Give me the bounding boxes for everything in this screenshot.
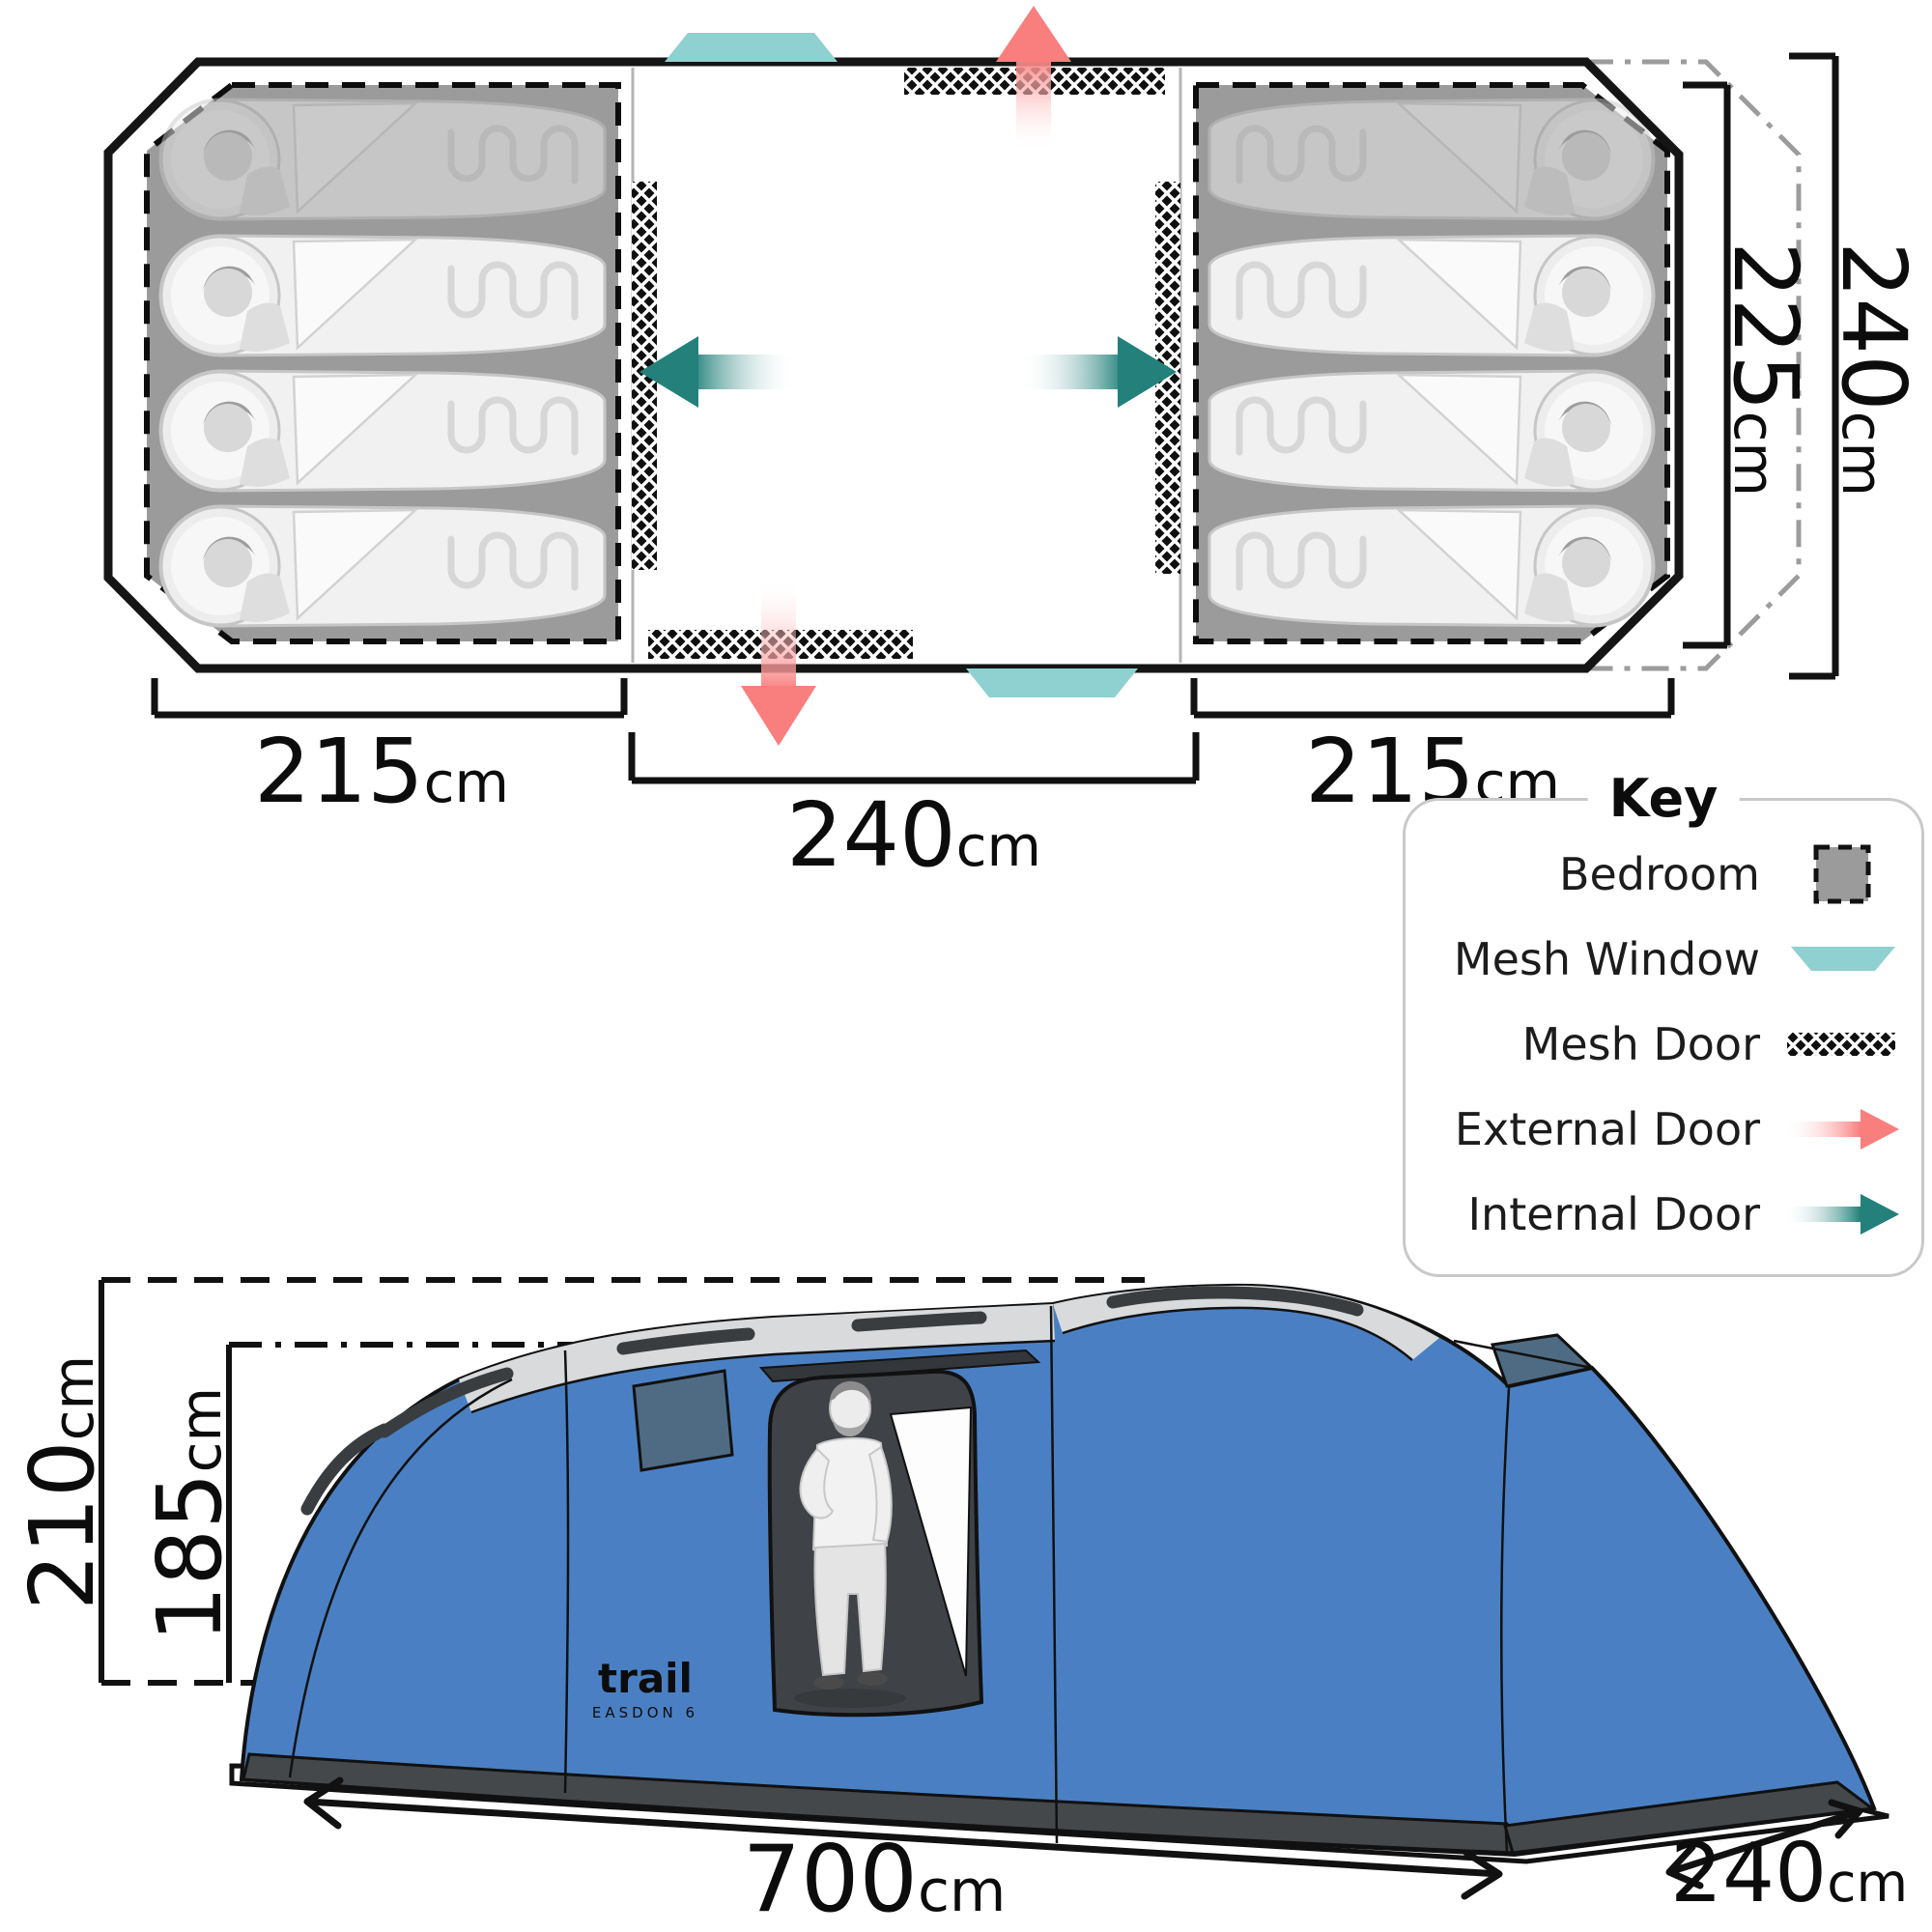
brand-name: trail — [598, 1655, 693, 1702]
door-awning — [758, 1349, 1041, 1383]
dim-label-inner-height: 185cm — [138, 1387, 242, 1642]
dim-label-inner-depth: 225cm — [1714, 242, 1817, 497]
key-item-label: Mesh Window — [1453, 933, 1760, 985]
key-item-mesh-door: Mesh Door — [1415, 1013, 1908, 1075]
floor-plan: 215cm 240cm 215cm 225cm 240cm — [103, 6, 1925, 887]
right-bedroom — [1193, 82, 1670, 644]
depth-dim — [1665, 1799, 1863, 1889]
dim-bracket-left-width — [151, 678, 628, 719]
external-door-arrow-top — [996, 6, 1071, 153]
side-view: 210cm 185cm — [11, 1277, 1908, 1932]
dim-label-center-width: 240cm — [786, 783, 1041, 887]
length-dim — [303, 1776, 1503, 1900]
external-door-arrow-bottom — [741, 578, 816, 746]
bedroom-swatch — [1777, 842, 1908, 906]
key-item-internal-door: Internal Door — [1415, 1183, 1908, 1245]
dim-label-outer-depth: 240cm — [1822, 242, 1925, 497]
key-item-label: Mesh Door — [1521, 1018, 1760, 1070]
left-bedroom — [144, 82, 621, 644]
base-skirt — [242, 1752, 1515, 1855]
key-item-bedroom: Bedroom — [1415, 843, 1908, 905]
sleeping-bag — [1209, 236, 1654, 355]
key-title: Key — [1587, 768, 1740, 829]
mesh-window-top — [665, 33, 838, 62]
tent-window — [632, 1369, 734, 1472]
mesh-window-bottom — [966, 668, 1138, 697]
external-door-arrow-icon — [1777, 1101, 1908, 1157]
sleeping-bag — [1209, 99, 1654, 219]
flysheet-extension-outline — [1586, 59, 1802, 671]
sleeping-bag — [160, 506, 605, 626]
left-bedroom-border — [144, 82, 621, 644]
sleeping-bag — [160, 99, 605, 219]
sleeping-bag — [1209, 506, 1654, 626]
key-item-external-door: External Door — [1415, 1098, 1908, 1160]
dim-bracket-outer-depth — [1789, 52, 1839, 680]
key-panel: Key Bedroom Mesh Window Mesh Door — [1403, 768, 1924, 1277]
sleeping-bag — [160, 371, 605, 491]
dim-bracket-center-width — [628, 732, 1200, 784]
mesh-door-swatch — [1777, 1030, 1908, 1059]
internal-door-arrow-icon — [1777, 1186, 1908, 1242]
key-item-label: External Door — [1454, 1103, 1760, 1155]
roof-panel — [459, 1304, 1055, 1412]
tent-outline — [103, 57, 1684, 673]
dim-label-length: 700cm — [743, 1827, 1007, 1932]
mesh-window-swatch — [1777, 945, 1908, 974]
inner-height-dim — [226, 1342, 1087, 1683]
man-figure — [794, 1380, 906, 1708]
key-item-mesh-window: Mesh Window — [1415, 928, 1908, 990]
dim-label-left-width: 215cm — [254, 720, 509, 823]
internal-door-arrow-left — [639, 336, 796, 408]
dim-bracket-inner-depth — [1683, 81, 1731, 649]
pole-sleeves — [300, 1286, 1364, 1516]
brand-logo: trail EASDON 6 — [592, 1655, 698, 1721]
sleeping-bag — [160, 236, 605, 355]
model-name: EASDON 6 — [592, 1704, 698, 1721]
dim-label-depth: 240cm — [1670, 1826, 1908, 1921]
dim-bracket-right-width — [1190, 678, 1675, 719]
internal-door-arrow-right — [1020, 336, 1177, 408]
dim-label-outer-height: 210cm — [11, 1355, 114, 1610]
key-item-label: Internal Door — [1467, 1188, 1760, 1240]
rolled-door-panel — [889, 1406, 973, 1677]
right-bedroom-border — [1193, 82, 1670, 644]
sleeping-bag — [1209, 371, 1654, 491]
tent-illustration: trail EASDON 6 — [229, 1283, 1889, 1864]
key-item-label: Bedroom — [1558, 848, 1760, 900]
